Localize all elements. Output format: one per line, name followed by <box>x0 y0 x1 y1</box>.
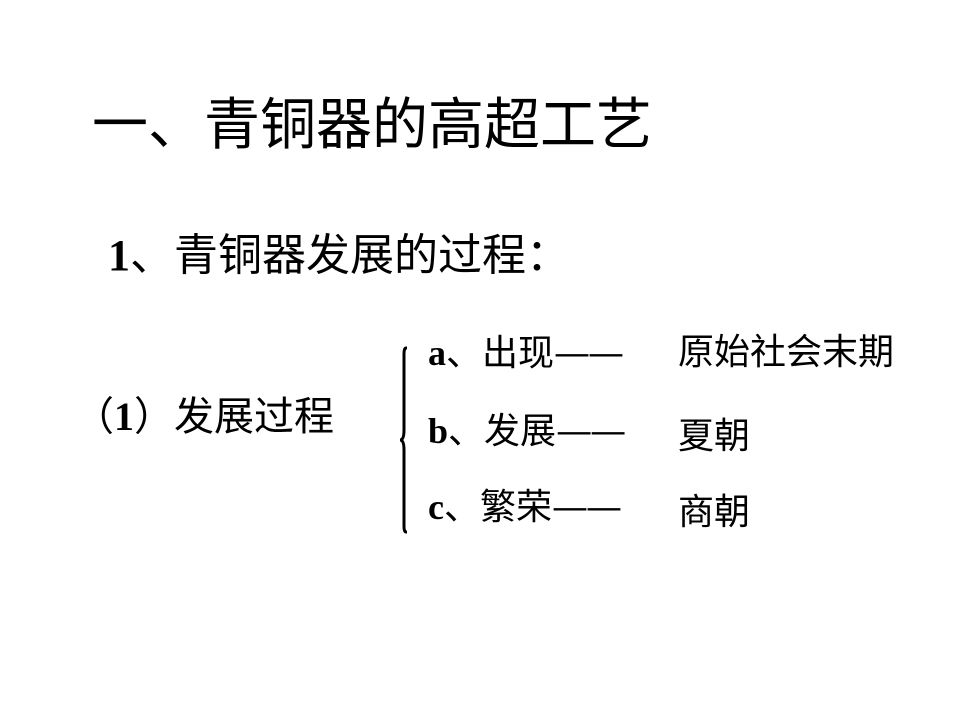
stage-a-sep: 、 <box>446 333 483 374</box>
item-label-text: 发展过程 <box>174 394 334 440</box>
stage-a-period: 原始社会末期 <box>678 332 895 373</box>
stage-c-sep: 、 <box>443 487 480 528</box>
section-number: 1 <box>108 231 130 280</box>
stage-b-sep: 、 <box>448 411 485 452</box>
slide-title: 一、青铜器的高超工艺 <box>92 93 652 158</box>
stage-c-name: 繁荣 <box>480 487 553 528</box>
item-number: 1 <box>114 394 134 439</box>
stage-b-letter: b <box>428 411 449 451</box>
left-brace <box>399 346 407 534</box>
stage-a: a、出现—— <box>428 330 624 377</box>
stage-c-period: 商朝 <box>678 492 751 533</box>
stage-a-letter: a <box>428 333 446 373</box>
stage-c-dash: —— <box>552 487 622 528</box>
section-text: 、青铜器发展的过程： <box>130 230 570 281</box>
stage-c-letter: c <box>428 487 444 527</box>
stage-b-name: 发展 <box>484 411 557 452</box>
stage-a-dash: —— <box>554 333 624 374</box>
stage-b-period: 夏朝 <box>678 416 751 457</box>
item-open-paren: （ <box>74 394 114 440</box>
stage-b-dash: —— <box>556 411 626 452</box>
stage-c: c、繁荣—— <box>428 484 622 531</box>
section-heading: 1、青铜器发展的过程： <box>108 226 570 286</box>
item-label: （1）发展过程 <box>74 390 334 444</box>
item-close-paren: ） <box>134 394 174 440</box>
stage-a-name: 出现 <box>482 333 555 374</box>
stage-b: b、发展—— <box>428 408 626 455</box>
